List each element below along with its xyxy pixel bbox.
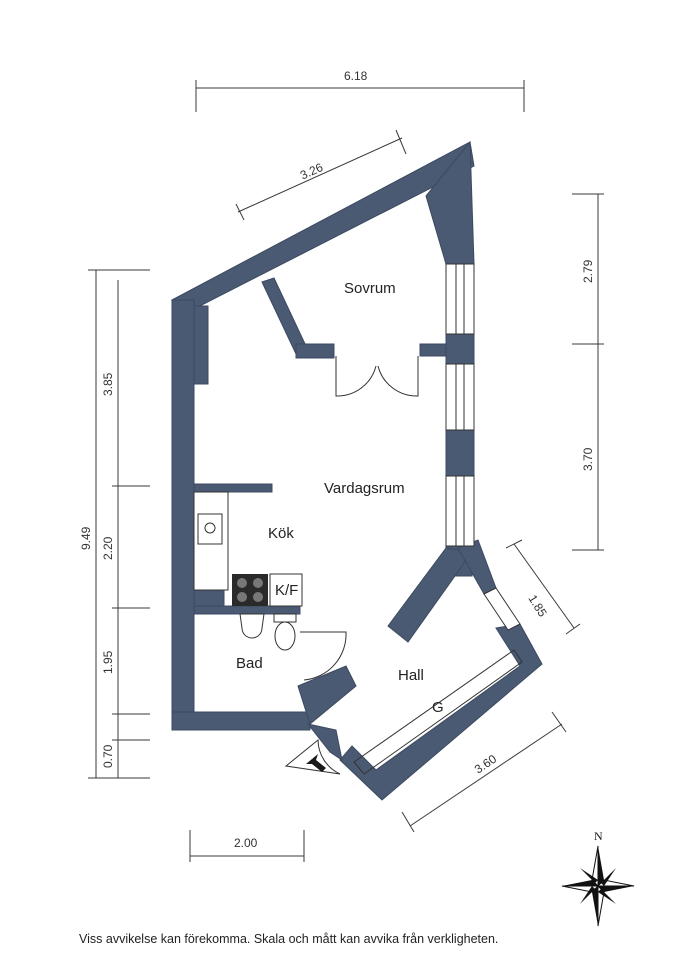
fridge-freezer-box (269, 573, 303, 607)
stove-icon (232, 574, 268, 606)
room-label-kok: Kök (268, 525, 294, 542)
dim-hall-small: 1.85 (525, 592, 549, 620)
dim-left-total: 9.49 (79, 526, 93, 550)
compass-rose-icon: N (561, 829, 635, 927)
window-hall (483, 587, 521, 631)
window-vardagsrum-1 (445, 363, 475, 431)
doors (284, 356, 419, 775)
dim-left-3: 1.95 (101, 650, 115, 674)
dim-left-2: 2.20 (101, 536, 115, 560)
room-label-hall: Hall (398, 667, 424, 684)
dimension-lines: 6.18 3.26 2.79 3.70 9.49 3.85 2.20 1.95 … (79, 69, 604, 862)
walls (170, 140, 543, 801)
wardrobe-g (353, 649, 523, 775)
entrance-arrow (306, 754, 326, 772)
dim-right-lower: 3.70 (581, 447, 595, 471)
disclaimer-text: Viss avvikelse kan förekomma. Skala och … (79, 932, 499, 946)
room-label-vardagsrum: Vardagsrum (324, 480, 405, 497)
room-label-sovrum: Sovrum (344, 280, 396, 297)
toilet-icon (273, 613, 297, 623)
room-labels: Sovrum Vardagsrum Kök K/F Bad Hall G (236, 280, 444, 716)
compass-north-label: N (594, 829, 603, 843)
dim-hall-diag: 3.60 (472, 752, 499, 777)
dim-left-4: 0.70 (101, 744, 115, 768)
window-sovrum (445, 263, 475, 335)
dim-top-width: 6.18 (344, 69, 368, 83)
room-label-g: G (432, 699, 444, 716)
dim-right-upper: 2.79 (581, 259, 595, 283)
dim-bottom-width: 2.00 (234, 836, 258, 850)
room-label-kf: K/F (275, 582, 298, 599)
dim-left-1: 3.85 (101, 372, 115, 396)
window-vardagsrum-2 (445, 475, 475, 547)
bath-sink-icon (239, 613, 265, 639)
sink-icon (197, 513, 223, 545)
room-label-bad: Bad (236, 655, 263, 672)
fixtures (193, 491, 523, 775)
windows (445, 263, 521, 631)
